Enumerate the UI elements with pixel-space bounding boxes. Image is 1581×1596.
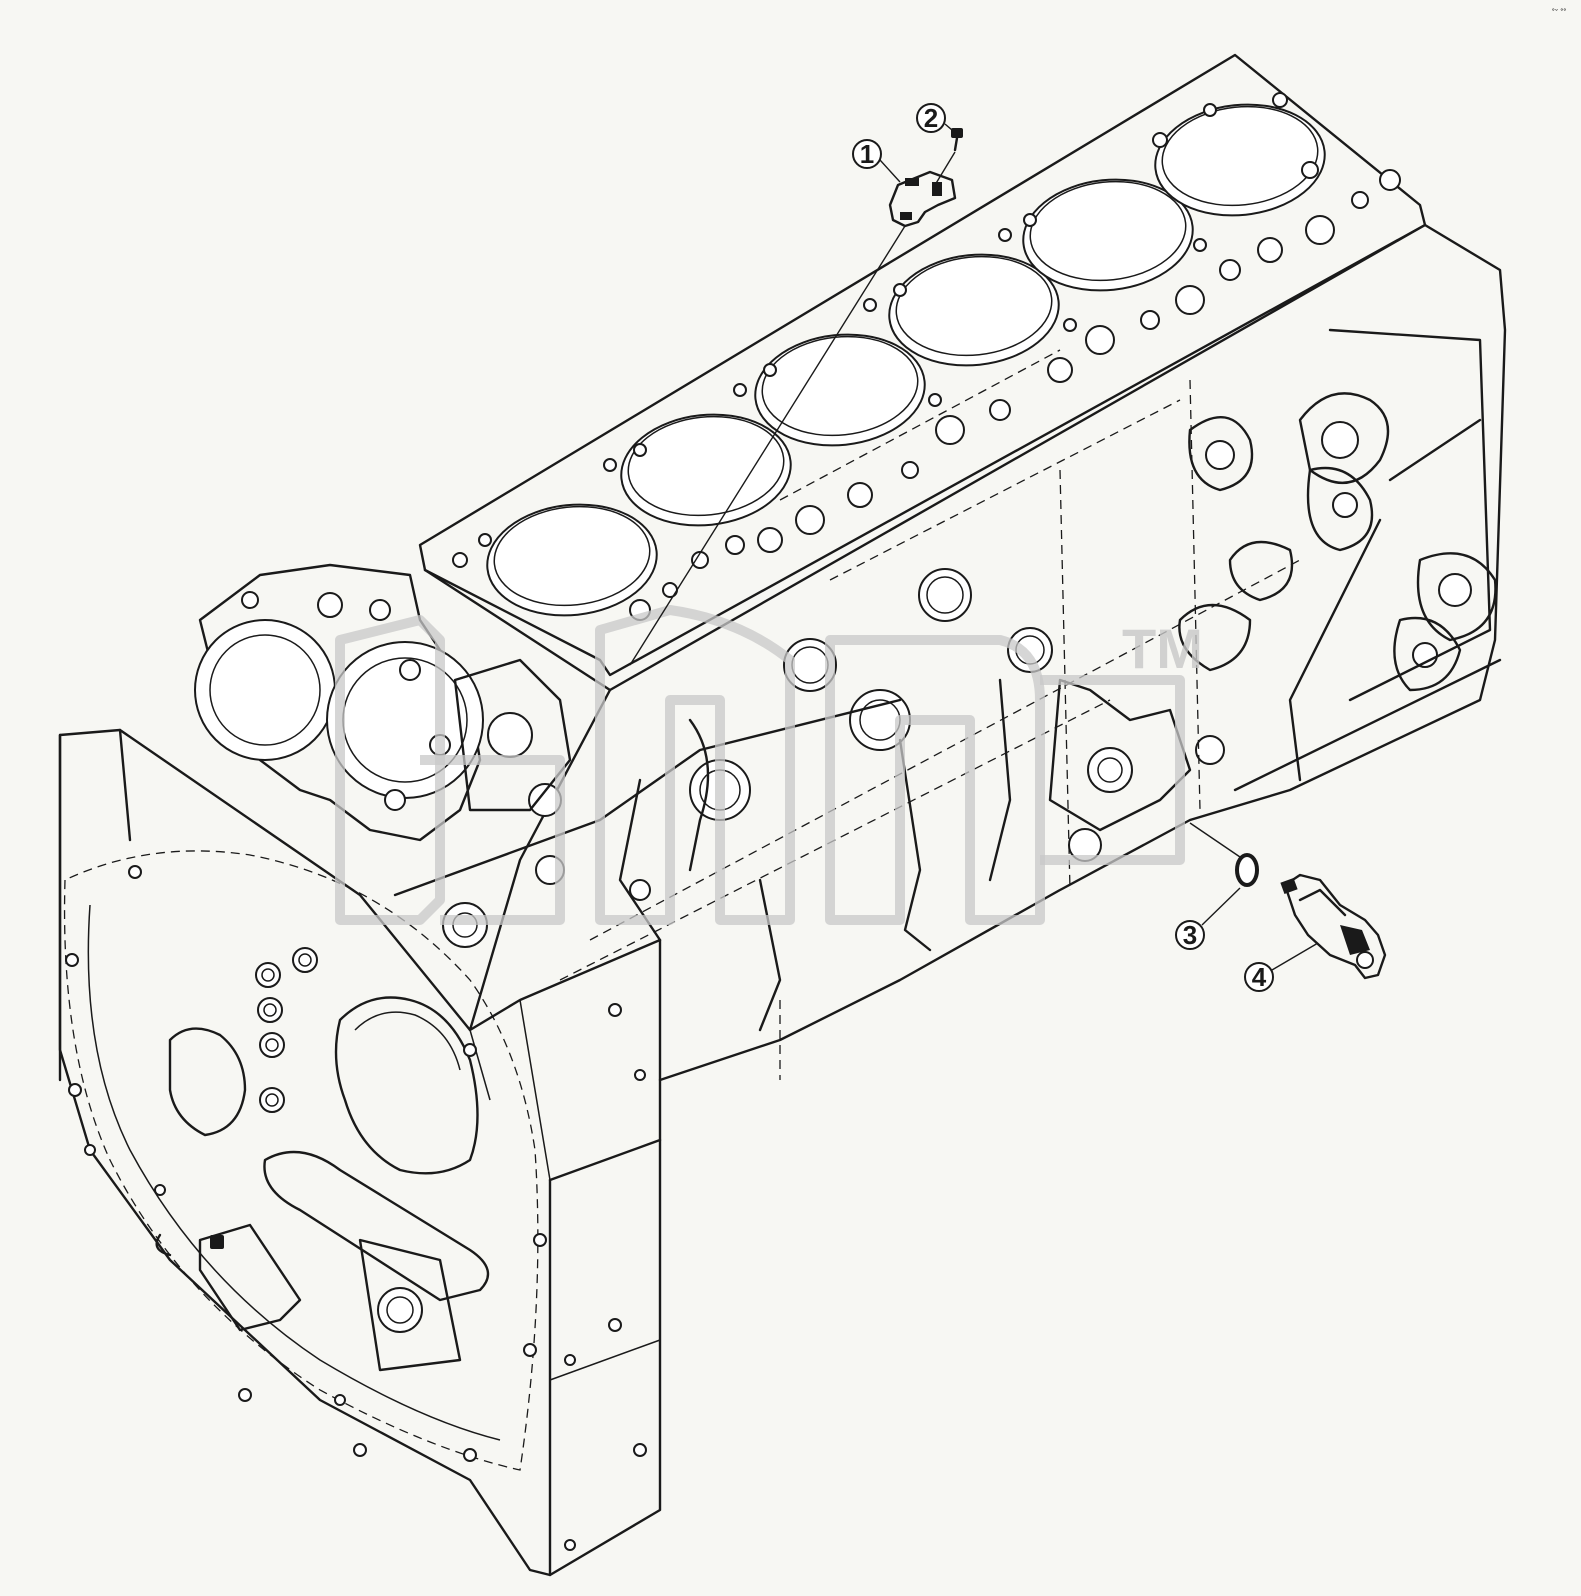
watermark-logo: TM [335, 605, 1203, 925]
flywheel-housing [58, 728, 662, 1577]
watermark-trademark: TM [1122, 617, 1203, 680]
deck-holes [452, 92, 1401, 621]
callout-2: 2 [916, 103, 953, 133]
callout-4-label: 4 [1252, 962, 1267, 992]
part-3-seal-ring [1189, 822, 1259, 887]
callout-1-label: 1 [860, 139, 874, 169]
part-2-bolt [934, 128, 963, 186]
callout-1: 1 [852, 139, 901, 183]
part-1-sensor [629, 170, 957, 666]
callout-2-label: 2 [924, 103, 938, 133]
corner-mark: ˚ˇ ˚˚ [1552, 8, 1567, 18]
callout-3-label: 3 [1183, 920, 1197, 950]
cylinder-bores [486, 103, 1326, 617]
cylinder-head-deck [418, 53, 1427, 692]
timing-housing [194, 563, 572, 842]
callout-3: 3 [1175, 887, 1241, 950]
callout-4: 4 [1244, 942, 1319, 992]
part-4-pressure-sensor [1280, 873, 1387, 980]
flywheel-bolt-holes [65, 865, 647, 1551]
